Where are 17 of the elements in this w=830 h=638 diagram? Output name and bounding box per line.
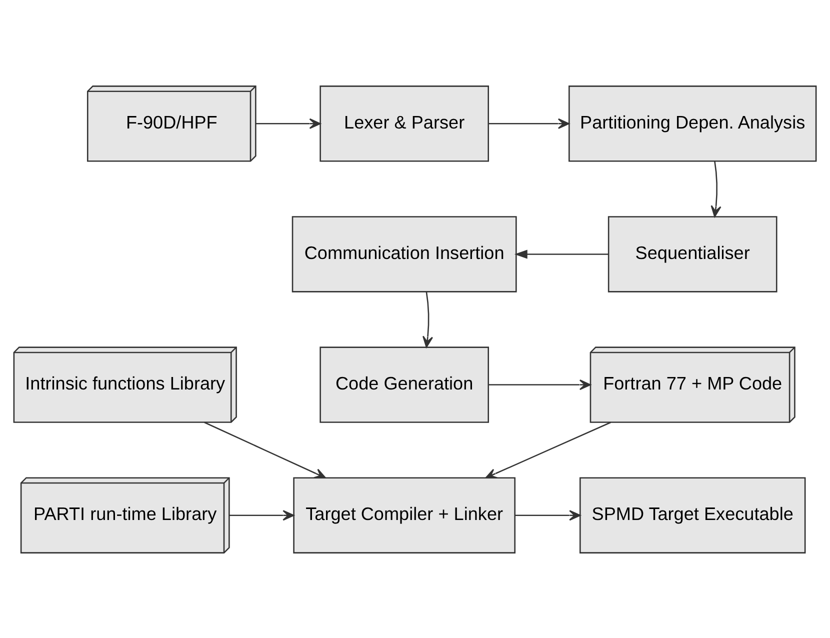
node-box: Sequentialiser xyxy=(608,216,778,292)
node-box: Communication Insertion xyxy=(292,216,517,292)
node-box: Lexer & Parser xyxy=(320,85,489,162)
node-box: Code Generation xyxy=(320,346,489,422)
arrow xyxy=(515,510,581,520)
arrow xyxy=(710,160,722,217)
arrow xyxy=(514,249,608,258)
arrow xyxy=(229,510,294,520)
arrow xyxy=(256,118,321,128)
node-box: SPMD Target Executable xyxy=(580,476,806,553)
arrow xyxy=(488,118,570,128)
node-box: Partitioning Depen. Analysis xyxy=(568,85,817,162)
arrow xyxy=(488,378,591,390)
node-box: Target Compiler + Linker xyxy=(293,476,516,553)
arrow xyxy=(204,421,326,478)
arrow xyxy=(422,291,434,348)
arrow xyxy=(485,421,612,478)
